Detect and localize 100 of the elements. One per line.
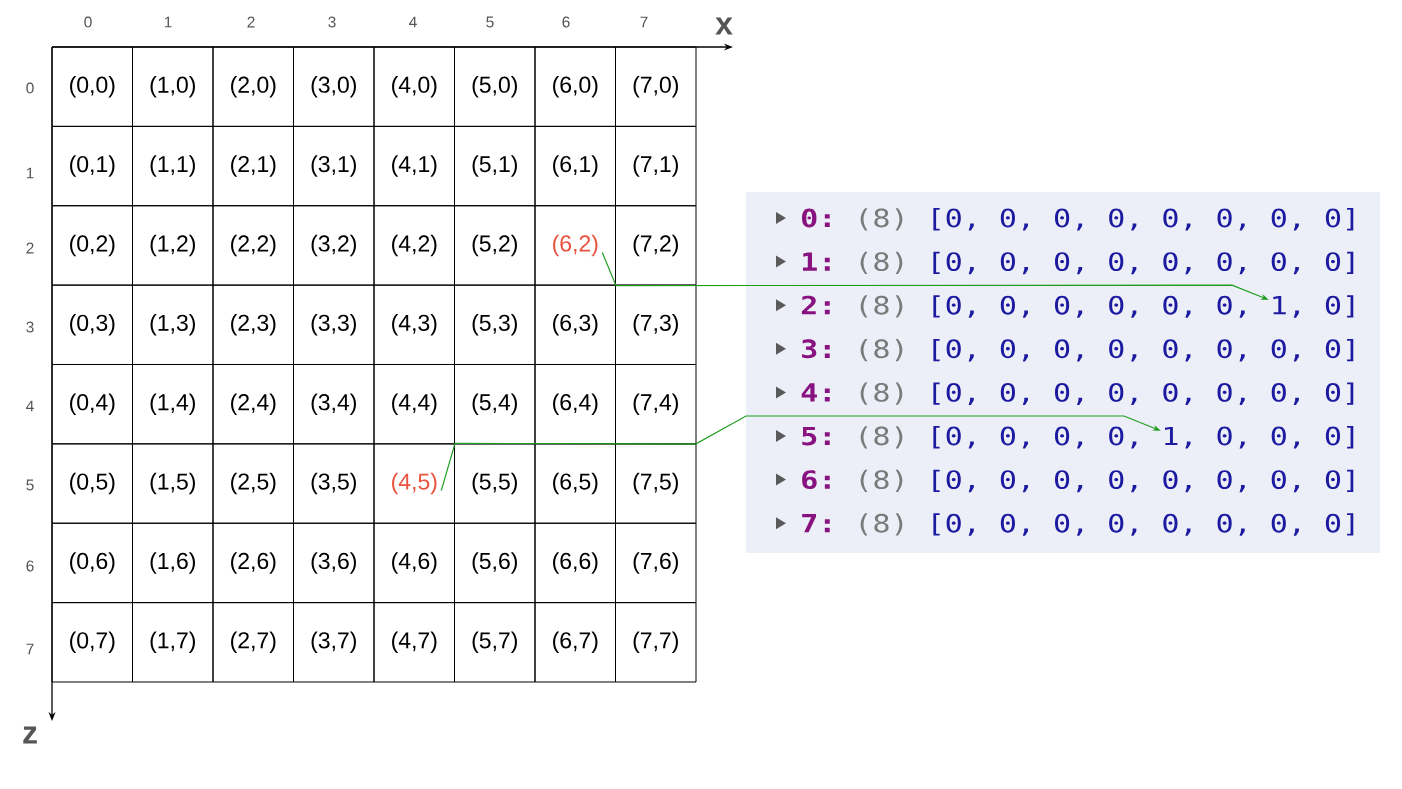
array-values: [0, 0, 0, 0, 0, 0, 0, 0] xyxy=(933,513,1354,536)
grid-cell: (5,5) xyxy=(454,443,536,524)
grid-cell: (7,4) xyxy=(615,364,697,445)
axis-label: z xyxy=(23,726,37,744)
grid-cell: (1,2) xyxy=(132,205,214,286)
grid-cell: (6,3) xyxy=(534,284,616,365)
grid-cell: (7,1) xyxy=(615,125,697,207)
axis-tick-label: 1 xyxy=(164,16,172,28)
array-values: [0, 0, 0, 0, 0, 0, 0, 0] xyxy=(933,208,1354,231)
grid-cell: (2,0) xyxy=(212,46,294,127)
grid-cell: (0,6) xyxy=(51,522,133,604)
grid-cell: (7,0) xyxy=(615,46,697,127)
grid-cell: (1,3) xyxy=(132,284,214,365)
axis-tick-label: 2 xyxy=(247,16,255,28)
grid-cell: (0,2) xyxy=(51,205,133,286)
grid-cell: (7,7) xyxy=(615,602,697,683)
array-values: [0, 0, 0, 0, 0, 0, 1, 0] xyxy=(933,295,1354,318)
array-values: [0, 0, 0, 0, 0, 0, 0, 0] xyxy=(933,469,1354,493)
grid-cell: (4,2) xyxy=(373,205,455,286)
row-index: 5: xyxy=(802,426,830,446)
grid-cell: (3,6) xyxy=(293,522,375,604)
grid-cell: (3,3) xyxy=(293,284,375,365)
row-index: 4: xyxy=(801,383,830,402)
axis-tick-label: 1 xyxy=(26,167,34,179)
grid-cell: (2,6) xyxy=(212,522,294,604)
grid-cell: (4,5) xyxy=(373,443,455,524)
array-length: (8) xyxy=(860,382,903,405)
axis-tick-label: 0 xyxy=(26,82,34,94)
array-length: (8) xyxy=(860,295,903,318)
axis-tick-label: 6 xyxy=(26,560,34,572)
grid-cell: (0,4) xyxy=(51,364,133,445)
grid-cell: (0,0) xyxy=(51,46,133,127)
grid-cell: (4,6) xyxy=(373,522,455,604)
axis-tick-label: 5 xyxy=(486,16,494,28)
grid-cell: (2,2) xyxy=(212,205,294,286)
axis-tick-label: 7 xyxy=(26,643,34,655)
grid-cell: (2,3) xyxy=(212,284,294,365)
grid-cell: (0,7) xyxy=(51,602,133,683)
array-length: (8) xyxy=(860,338,903,362)
grid-cell: (6,0) xyxy=(534,46,616,127)
row-index: 0: xyxy=(802,208,830,228)
array-values: [0, 0, 0, 0, 1, 0, 0, 0] xyxy=(933,426,1354,449)
grid-cell: (7,2) xyxy=(615,205,697,286)
grid-cell: (3,1) xyxy=(293,125,375,207)
grid-cell: (1,7) xyxy=(132,602,214,683)
grid-cell: (7,5) xyxy=(615,443,697,524)
grid-cell: (1,1) xyxy=(132,125,214,207)
axis-tick-label: 5 xyxy=(26,479,34,491)
grid-cell: (3,4) xyxy=(293,364,375,445)
row-index: 3: xyxy=(802,339,830,359)
grid-cell: (6,1) xyxy=(534,125,616,207)
grid-cell: (5,6) xyxy=(454,522,536,604)
array-length: (8) xyxy=(860,513,903,536)
axis-tick-label: 2 xyxy=(26,242,34,254)
grid-cell: (6,5) xyxy=(534,443,616,524)
grid-cell: (4,0) xyxy=(373,46,455,127)
axis-tick-label: 4 xyxy=(409,16,417,28)
array-length: (8) xyxy=(860,426,903,449)
grid-cell: (6,7) xyxy=(534,602,616,683)
grid-cell: (0,5) xyxy=(51,443,133,524)
axis-tick-label: 3 xyxy=(26,321,34,333)
grid-cell: (5,7) xyxy=(454,602,536,683)
grid-cell: (6,4) xyxy=(534,364,616,445)
grid-cell: (1,5) xyxy=(132,443,214,524)
grid-cell: (4,4) xyxy=(373,364,455,445)
grid-cell: (2,5) xyxy=(212,443,294,524)
grid-cell: (4,1) xyxy=(373,125,455,207)
array-values: [0, 0, 0, 0, 0, 0, 0, 0] xyxy=(933,251,1354,275)
axis-tick-label: 6 xyxy=(562,16,570,28)
array-length: (8) xyxy=(860,251,903,274)
grid-cell: (5,3) xyxy=(454,284,536,365)
grid-cell: (0,1) xyxy=(51,125,133,207)
grid-cell: (1,4) xyxy=(132,364,214,445)
grid-cell: (6,2) xyxy=(534,205,616,286)
grid-cell: (3,0) xyxy=(293,46,375,127)
grid-cell: (6,6) xyxy=(534,522,616,604)
axis-tick-label: 3 xyxy=(328,16,336,28)
row-index: 1: xyxy=(802,252,830,271)
grid-cell: (7,3) xyxy=(615,284,697,365)
array-length: (8) xyxy=(860,469,903,492)
grid-cell: (3,2) xyxy=(293,205,375,286)
grid-cell: (3,7) xyxy=(293,602,375,683)
axis-tick-label: 7 xyxy=(640,16,648,28)
axis-label: x xyxy=(715,17,733,35)
row-index: 6: xyxy=(802,470,830,490)
axis-tick-label: 4 xyxy=(26,400,34,412)
axis-tick-label: 0 xyxy=(84,16,92,28)
row-index: 2: xyxy=(801,295,830,315)
grid-cell: (2,1) xyxy=(212,125,294,207)
grid-cell: (1,6) xyxy=(132,522,214,604)
grid-cell: (3,5) xyxy=(293,443,375,524)
grid-cell: (5,2) xyxy=(454,205,536,286)
grid-cell: (0,3) xyxy=(51,284,133,365)
grid-cell: (5,0) xyxy=(454,46,536,127)
grid-cell: (4,7) xyxy=(373,602,455,683)
row-index: 7: xyxy=(802,514,830,533)
grid-cell: (7,6) xyxy=(615,522,697,604)
grid-cell: (1,0) xyxy=(132,46,214,127)
array-values: [0, 0, 0, 0, 0, 0, 0, 0] xyxy=(933,382,1354,405)
grid-cell: (5,4) xyxy=(454,364,536,445)
